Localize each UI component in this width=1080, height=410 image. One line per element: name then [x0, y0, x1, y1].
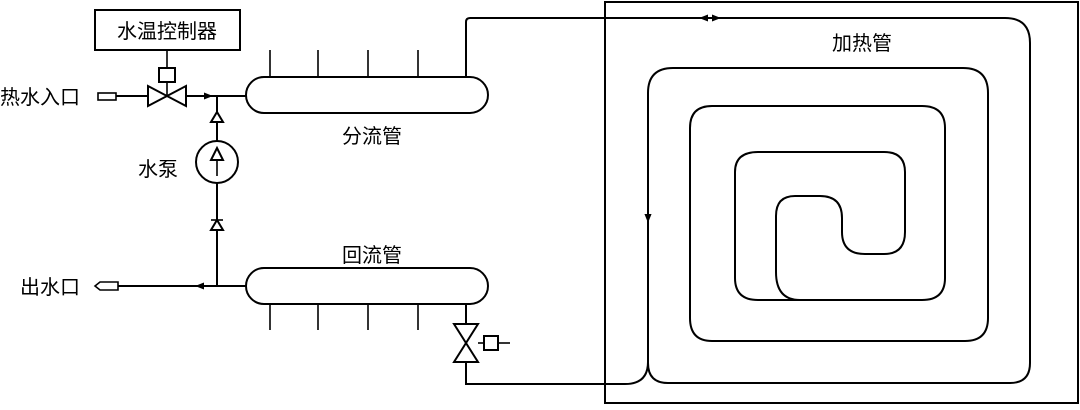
return-valve: [452, 323, 480, 363]
collector-manifold: [245, 267, 489, 330]
inlet-valve: [147, 84, 187, 108]
outlet-arrow: [93, 281, 119, 291]
heating-pipe-coil: [647, 17, 1031, 384]
heated-floor-area: [604, 1, 1079, 404]
heating-pipe-label: 加热管: [832, 31, 892, 55]
controller-label: 水温控制器: [117, 19, 217, 43]
water-temperature-controller: 水温控制器: [94, 9, 241, 96]
water-outlet-label: 出水口: [20, 275, 80, 299]
collector-label: 回流管: [342, 243, 402, 267]
inlet-connector: [97, 92, 117, 101]
distributor-label: 分流管: [342, 124, 402, 148]
supply-line: [465, 14, 721, 77]
hot-water-inlet-label: 热水入口: [0, 85, 80, 109]
water-pump: [195, 140, 239, 184]
pump-label: 水泵: [138, 157, 178, 181]
return-valve-actuator: [483, 335, 499, 351]
distributor-manifold: [245, 50, 489, 114]
